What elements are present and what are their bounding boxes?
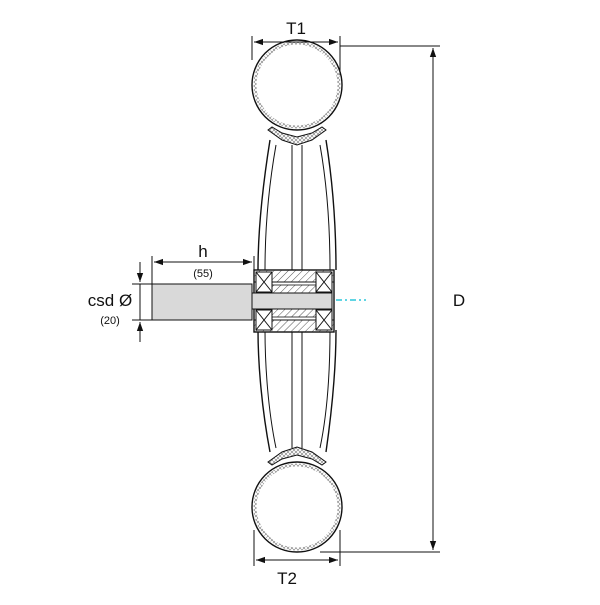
bottom-tire — [251, 446, 343, 553]
dimension-t1: T1 — [251, 19, 341, 75]
h-value: (55) — [193, 268, 213, 280]
t1-label: T1 — [286, 19, 306, 38]
csd-label: csd Ø — [88, 291, 132, 310]
dimension-csd: csd Ø (20) — [88, 262, 152, 342]
h-label: h — [198, 242, 207, 261]
dimension-d: D — [320, 45, 465, 553]
t2-label: T2 — [277, 569, 297, 588]
top-tire — [251, 39, 343, 146]
dimension-h: h (55) — [151, 242, 255, 284]
csd-value: (20) — [100, 315, 120, 327]
wheel-rim — [257, 139, 337, 453]
dimension-t2: T2 — [253, 530, 341, 588]
d-label: D — [453, 291, 465, 310]
axle-shaft — [151, 283, 333, 321]
